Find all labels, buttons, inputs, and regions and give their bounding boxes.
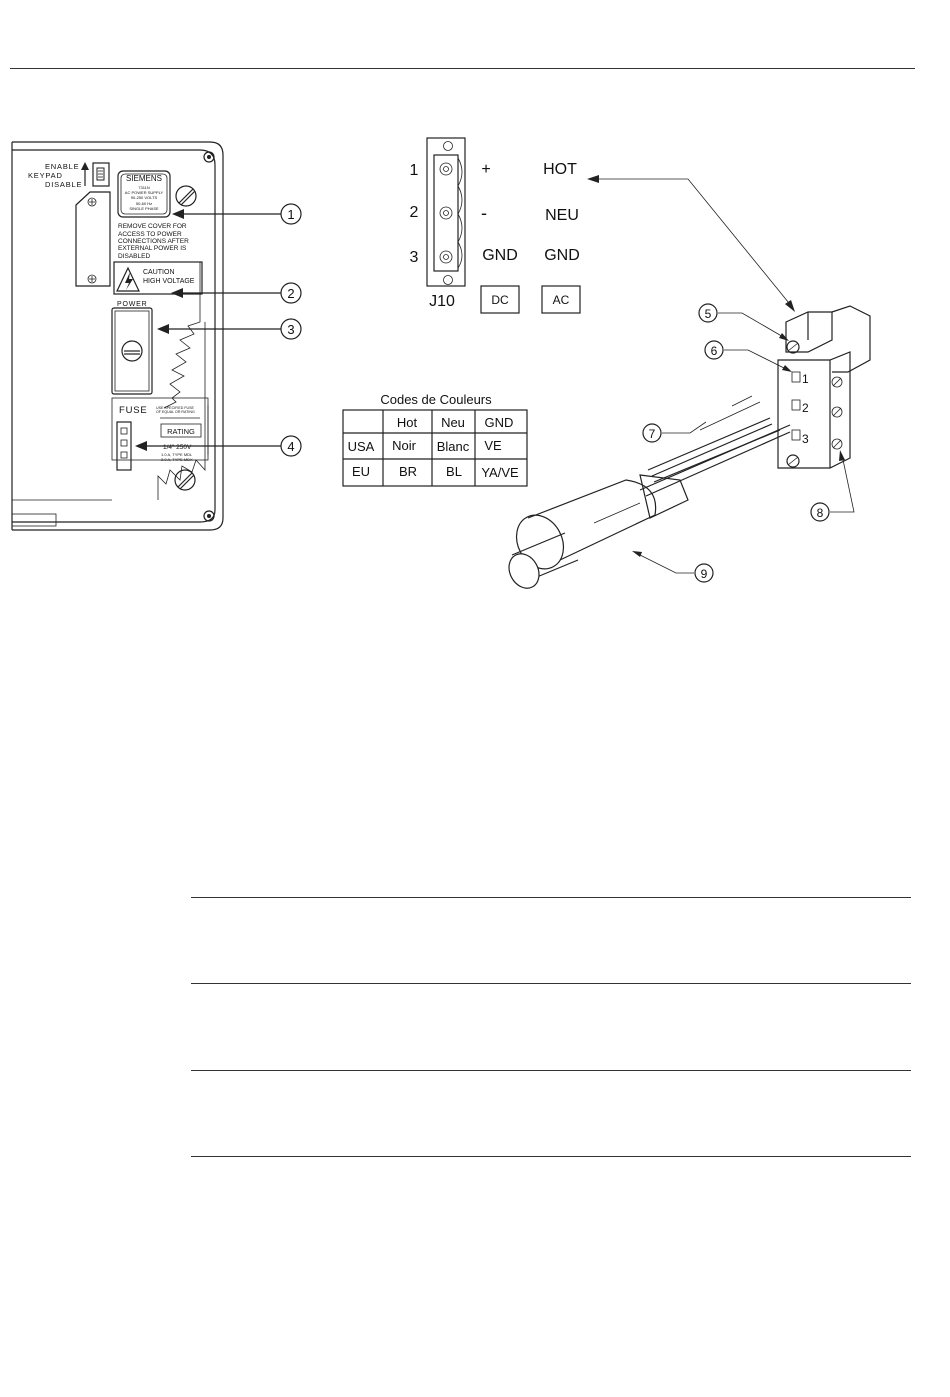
high-voltage-text: HIGH VOLTAGE: [143, 278, 195, 285]
rear-panel: [11, 141, 224, 531]
svg-text:OF EQUAL OR RATING: OF EQUAL OR RATING: [156, 410, 195, 414]
callout-8: 8: [810, 502, 830, 522]
j10-connector: [426, 137, 466, 287]
dc-plus-label: +: [481, 161, 490, 178]
ac-box: AC: [541, 285, 581, 314]
header-neu: Neu: [441, 415, 465, 430]
ac-hot-label: HOT: [543, 161, 577, 178]
svg-text:2: 2: [287, 286, 294, 301]
note-rule-2: [191, 983, 911, 984]
keypad-label: KEYPAD: [28, 171, 63, 180]
svg-text:DC: DC: [491, 293, 509, 307]
svg-text:USE SPECIFIED FUSE: USE SPECIFIED FUSE: [156, 406, 195, 410]
rating-text: RATING: [167, 427, 195, 436]
header-gnd: GND: [485, 415, 514, 430]
callout-5: 5: [698, 303, 718, 323]
ac-neu-label: NEU: [545, 207, 579, 224]
power-text: POWER: [117, 301, 147, 308]
access-cover-plate: [75, 191, 111, 287]
row-usa-gnd: VE: [484, 438, 502, 453]
dc-gnd-label: GND: [482, 247, 518, 264]
svg-text:SINGLE PHASE: SINGLE PHASE: [129, 206, 159, 211]
row-eu-hot: BR: [399, 464, 417, 479]
callout-6: 6: [704, 340, 724, 360]
cover-warning-text: REMOVE COVER FOR ACCESS TO POWER CONNECT…: [118, 223, 189, 260]
svg-text:8: 8: [817, 506, 824, 520]
lower-screw: [174, 469, 196, 491]
plug-callout-leaders: [632, 312, 855, 574]
note-rule-3: [191, 1070, 911, 1071]
svg-text:90-250 VOLTS: 90-250 VOLTS: [131, 195, 158, 200]
row-eu-gnd: YA/VE: [481, 465, 519, 480]
pin-2-label: 2: [410, 204, 419, 221]
wires: [639, 395, 791, 497]
svg-text:1.0 A, TYPE MDL: 1.0 A, TYPE MDL: [161, 452, 193, 457]
fuse-text: FUSE: [119, 405, 148, 416]
callout-9: 9: [694, 563, 714, 583]
fuse-holder: FUSE USE SPECIFIED FUSE OF EQUAL OR RATI…: [111, 397, 209, 471]
svg-text:7: 7: [649, 427, 656, 441]
panel-callout-arrows: [135, 209, 281, 451]
pin-3-label: 3: [410, 249, 419, 266]
dc-box: DC: [480, 285, 520, 314]
row-usa-neu: Blanc: [437, 439, 470, 454]
svg-text:AC: AC: [553, 293, 570, 307]
hot-leader-arrow: [587, 175, 795, 312]
plug-pin-1: 1: [802, 372, 809, 386]
brand-text: SIEMENS: [126, 174, 162, 183]
plug-pin-2: 2: [802, 401, 809, 415]
svg-text:2.0 A, TYPE MDX: 2.0 A, TYPE MDX: [161, 457, 193, 462]
svg-text:50-60 Hz: 50-60 Hz: [136, 201, 152, 206]
disable-label: DISABLE: [45, 180, 82, 189]
color-code-table: Codes de Couleurs Hot Neu GND USA Noir B…: [342, 392, 528, 487]
svg-text:4: 4: [287, 439, 294, 454]
header-hot: Hot: [397, 415, 418, 430]
cable: [508, 474, 689, 589]
svg-text:9: 9: [701, 567, 708, 581]
callout-2: 2: [280, 282, 302, 304]
row-usa-hot: Noir: [392, 438, 417, 453]
ac-gnd-label: GND: [544, 247, 580, 264]
j10-label: J10: [429, 293, 455, 310]
plug-pin-3: 3: [802, 432, 809, 446]
plug-connector: [777, 305, 871, 469]
power-supply-label: SIEMENS 7311N AC POWER SUPPLY 90-250 VOL…: [117, 170, 171, 218]
keypad-switch: ENABLE KEYPAD DISABLE: [28, 162, 110, 189]
caution-text: CAUTION: [143, 269, 175, 276]
svg-text:DISABLED: DISABLED: [118, 253, 150, 260]
table-title: Codes de Couleurs: [380, 392, 492, 407]
caution-label: CAUTION HIGH VOLTAGE: [113, 261, 203, 295]
row-eu-neu: BL: [446, 464, 462, 479]
svg-text:6: 6: [711, 344, 718, 358]
callout-4: 4: [280, 435, 302, 457]
svg-text:REMOVE COVER FOR: REMOVE COVER FOR: [118, 223, 187, 230]
callout-3: 3: [280, 318, 302, 340]
svg-text:3: 3: [287, 322, 294, 337]
cover-screw: [175, 185, 197, 207]
note-rule-4: [191, 1156, 911, 1157]
callout-1: 1: [280, 203, 302, 225]
pin-1-label: 1: [410, 162, 419, 179]
fuse-rating-text: 1/4" 250V: [163, 444, 192, 451]
svg-text:EXTERNAL POWER IS: EXTERNAL POWER IS: [118, 245, 187, 252]
enable-label: ENABLE: [45, 162, 79, 171]
row-eu-label: EU: [352, 464, 370, 479]
dc-minus-label: -: [481, 203, 487, 223]
callout-7: 7: [642, 423, 662, 443]
top-rule: [10, 68, 915, 69]
svg-text:7311N: 7311N: [138, 185, 150, 190]
row-usa-label: USA: [348, 439, 375, 454]
svg-text:CONNECTIONS AFTER: CONNECTIONS AFTER: [118, 238, 189, 245]
svg-text:AC POWER SUPPLY: AC POWER SUPPLY: [125, 190, 164, 195]
power-wiring-figure: ENABLE KEYPAD DISABLE SIEMENS 7311N AC P…: [11, 137, 871, 589]
svg-text:1: 1: [287, 207, 294, 222]
note-rule-1: [191, 897, 911, 898]
svg-text:5: 5: [705, 307, 712, 321]
power-switch: POWER: [111, 301, 153, 395]
svg-text:ACCESS TO POWER: ACCESS TO POWER: [118, 231, 182, 238]
